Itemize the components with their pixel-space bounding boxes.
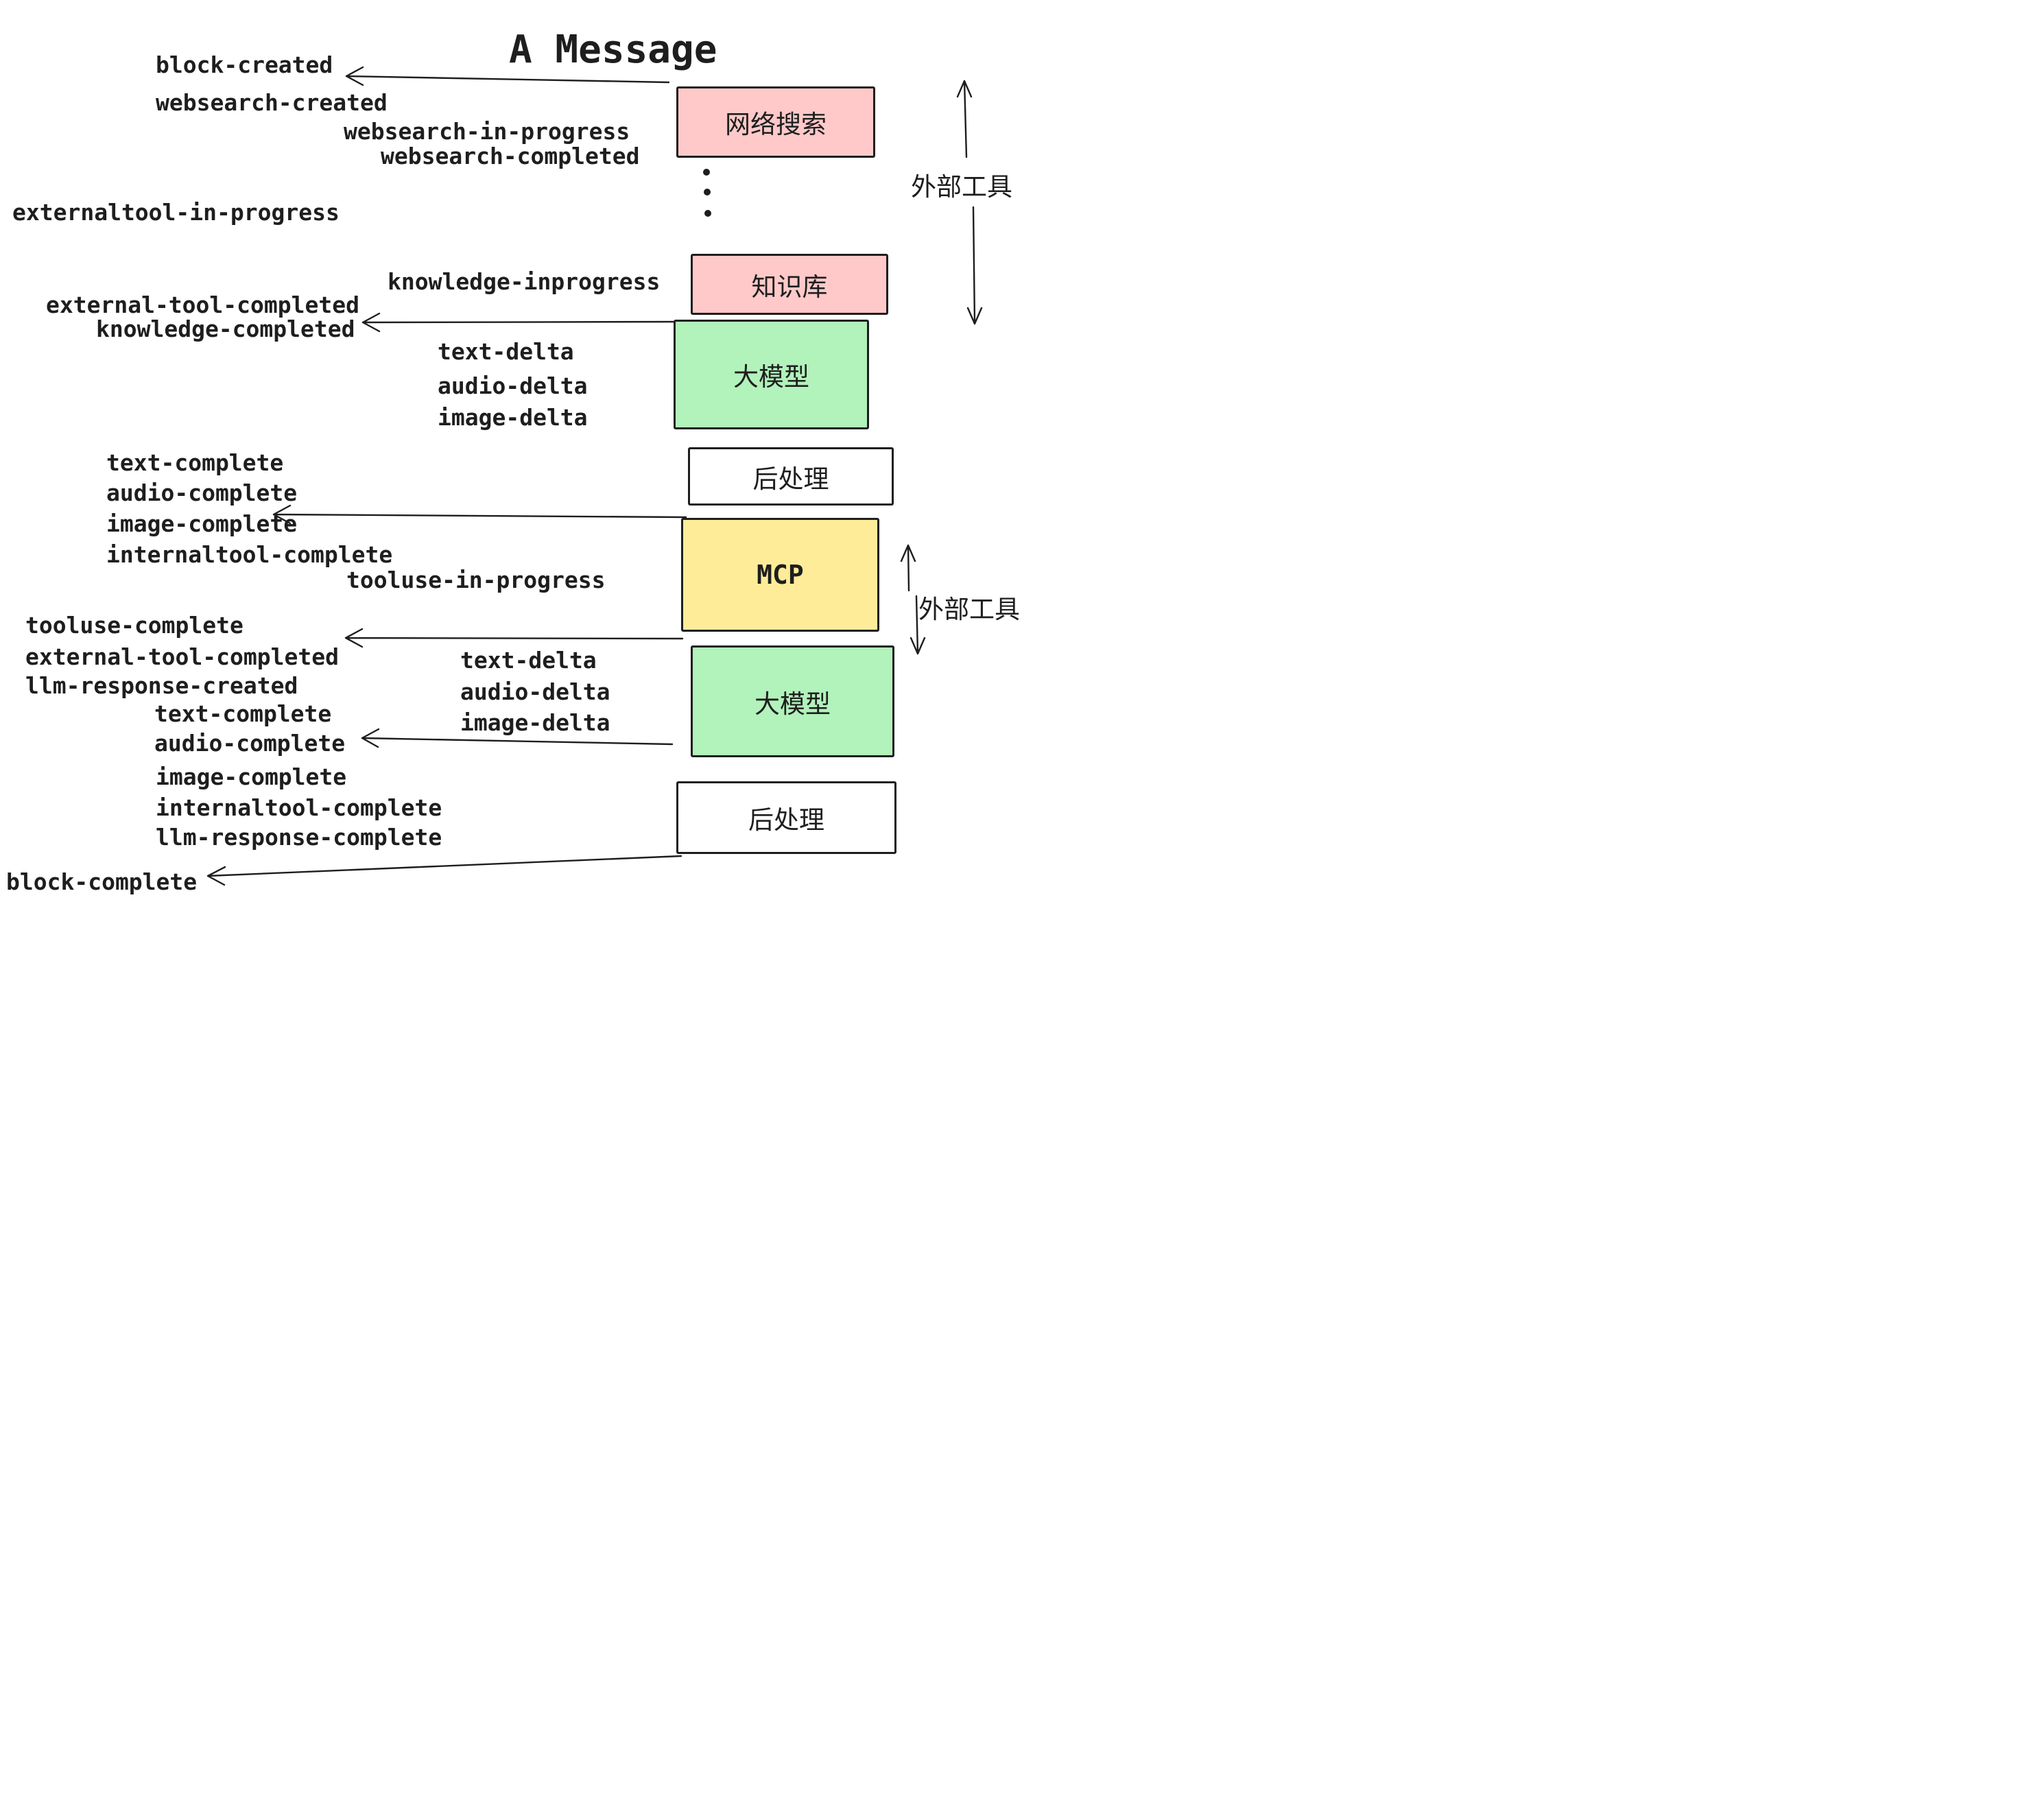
node-knowledge: 知识库 (691, 254, 888, 315)
double-arrow-external-tools-1-down (966, 206, 983, 325)
label-externaltool-in-progress: externaltool-in-progress (12, 199, 340, 226)
label-llm-response-created: llm-response-created (25, 672, 298, 699)
diagram-canvas: A Message 网络搜索 知识库 大模型 后处理 MCP 大模型 后处理 外… (0, 0, 1022, 902)
arrow-block-complete (206, 855, 682, 886)
label-image-delta: image-delta (438, 404, 588, 431)
label-image-complete-2: image-complete (156, 763, 347, 790)
label-text-delta: text-delta (438, 338, 574, 365)
label-text-complete: text-complete (106, 449, 284, 476)
node-websearch: 网络搜索 (676, 86, 875, 158)
label-audio-delta-2: audio-delta (460, 678, 610, 705)
label-text-delta-2: text-delta (460, 647, 597, 674)
label-tooluse-in-progress: tooluse-in-progress (346, 567, 606, 593)
double-arrow-external-tools-2-up (900, 544, 916, 592)
node-post-processing-1: 后处理 (688, 447, 894, 506)
node-llm-1-label: 大模型 (733, 362, 809, 392)
node-post-processing-2-label: 后处理 (748, 805, 824, 835)
label-internaltool-complete-2: internaltool-complete (156, 794, 442, 821)
node-mcp: MCP (681, 518, 879, 632)
label-text-complete-2: text-complete (154, 700, 332, 727)
label-block-complete: block-complete (6, 868, 198, 895)
ellipsis-dots (703, 169, 711, 217)
label-audio-complete-2: audio-complete (154, 730, 346, 757)
label-websearch-in-progress: websearch-in-progress (344, 118, 630, 145)
label-audio-delta: audio-delta (438, 372, 588, 399)
label-external-tool-completed: external-tool-completed (46, 292, 359, 318)
label-tooluse-complete: tooluse-complete (25, 612, 243, 639)
node-llm-2: 大模型 (691, 645, 894, 757)
node-post-processing-2: 后处理 (676, 781, 896, 854)
label-block-created: block-created (156, 51, 333, 78)
double-arrow-external-tools-1-up (956, 80, 973, 158)
label-llm-response-complete: llm-response-complete (156, 824, 442, 851)
label-external-tool-completed-2: external-tool-completed (25, 643, 339, 670)
label-websearch-completed: websearch-completed (381, 143, 640, 169)
arrow-internal-complete (272, 504, 687, 525)
label-image-delta-2: image-delta (460, 709, 610, 736)
label-audio-complete: audio-complete (106, 479, 298, 506)
external-tools-label-2: 外部工具 (918, 595, 1020, 624)
node-mcp-label: MCP (757, 560, 804, 590)
label-internaltool-complete: internaltool-complete (106, 541, 393, 568)
label-knowledge-inprogress: knowledge-inprogress (388, 268, 661, 295)
label-knowledge-completed: knowledge-completed (96, 316, 355, 342)
arrow-knowledge-completed (361, 312, 694, 333)
arrow-tooluse-complete (344, 628, 684, 648)
page-title: A Message (509, 27, 717, 72)
label-image-complete: image-complete (106, 510, 298, 537)
label-websearch-created: websearch-created (156, 89, 388, 116)
external-tools-label-1: 外部工具 (911, 172, 1012, 202)
node-websearch-label: 网络搜索 (725, 110, 827, 139)
node-knowledge-label: 知识库 (751, 272, 828, 302)
node-post-processing-1-label: 后处理 (752, 464, 829, 494)
node-llm-2-label: 大模型 (754, 689, 831, 719)
node-llm-1: 大模型 (674, 320, 869, 429)
